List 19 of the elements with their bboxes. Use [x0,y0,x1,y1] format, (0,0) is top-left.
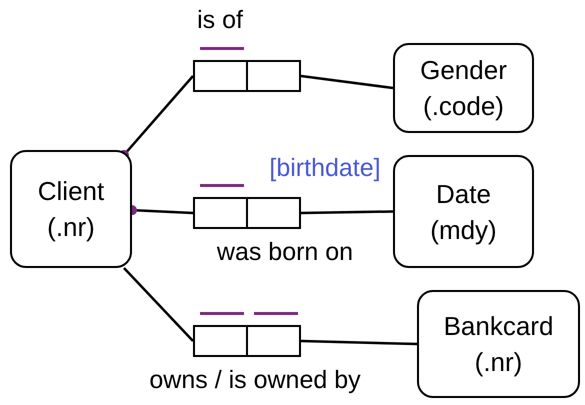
entity-label: Bankcard (.nr) [442,310,554,379]
role-name-label: [birthdate] [268,153,382,184]
predicate-label: was born on [216,237,354,268]
entity-type-box [417,290,580,398]
fact-type-box [193,60,301,92]
entity-label: Gender (.code) [419,54,508,123]
entity-type-box [393,155,534,268]
entity-type-box [10,150,132,268]
predicate-label: is of [196,5,244,36]
fact-type-box [193,325,301,357]
connector-line [123,267,194,342]
predicate-label: owns / is owned by [148,365,362,396]
connector-line [300,340,418,346]
entity-type-box [393,43,534,133]
entity-label: Client (.nr) [36,175,106,244]
fact-type-box [193,197,301,229]
entity-label: Date (mdy) [429,178,498,246]
connector-line [300,74,394,90]
connector-line [300,210,394,214]
